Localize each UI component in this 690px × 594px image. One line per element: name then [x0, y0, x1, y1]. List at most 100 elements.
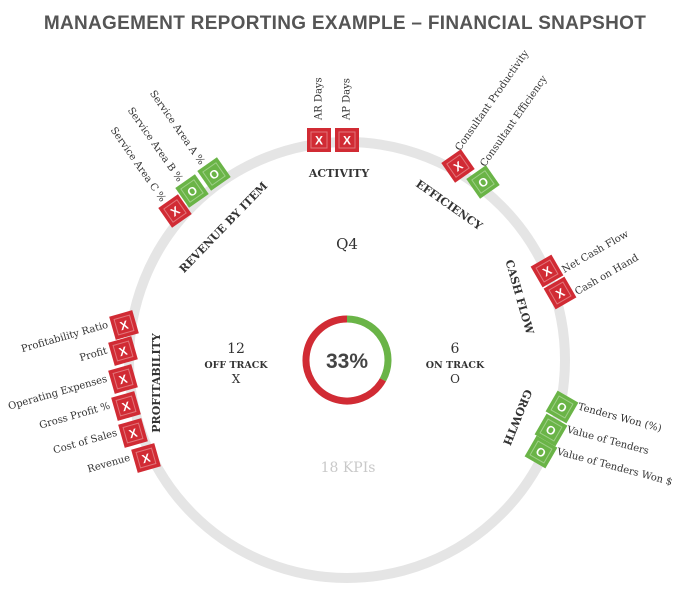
- status-box-inner: [112, 340, 134, 362]
- status-box: [543, 276, 577, 310]
- kpi-label: Gross Profit %: [38, 401, 111, 432]
- kpi-ar-days: X AR Days: [307, 77, 331, 152]
- status-box: [131, 443, 161, 473]
- score-ring-on-track-arc: [346, 315, 392, 382]
- status-box: [441, 149, 475, 183]
- off-track-badge: X: [131, 443, 161, 473]
- kpi-ap-days: X AP Days: [335, 78, 359, 152]
- off-track-badge: X: [111, 391, 141, 421]
- kpi-label: AP Days: [342, 78, 353, 121]
- off-track-badge: X: [543, 276, 577, 310]
- kpi-label: Profit: [78, 346, 108, 364]
- on-track-badge: O: [545, 390, 579, 424]
- status-box-inner: [122, 422, 144, 444]
- kpi-label: Service Area C %: [108, 125, 168, 204]
- on-track-badge: O: [466, 165, 500, 199]
- status-box-inner: [180, 179, 204, 203]
- on-track-symbol: O: [450, 372, 460, 386]
- off-track-badge: X: [530, 254, 564, 288]
- score-percent: 33%: [326, 350, 368, 373]
- page-title: MANAGEMENT REPORTING EXAMPLE – FINANCIAL…: [43, 13, 647, 34]
- status-box-inner: [202, 162, 226, 186]
- off-track-badge: X: [335, 128, 359, 152]
- off-track-badge: X: [307, 128, 331, 152]
- kpi-label: Consultant Productivity: [453, 48, 531, 153]
- off-track-symbol: X: [120, 399, 132, 415]
- status-box: [545, 390, 579, 424]
- on-track-badge: O: [524, 435, 558, 469]
- status-box: [197, 157, 231, 191]
- status-box: [118, 418, 148, 448]
- on-track-badge: O: [534, 413, 568, 447]
- status-box-inner: [471, 170, 495, 194]
- off-track-symbol: X: [117, 344, 129, 360]
- off-track-symbol: X: [343, 134, 351, 148]
- kpi-label: AR Days: [314, 77, 325, 121]
- status-box: [111, 391, 141, 421]
- off-track-symbol: X: [118, 318, 130, 334]
- score-ring-off-track-arc: [302, 315, 386, 405]
- status-box-inner: [135, 447, 157, 469]
- status-box: [335, 128, 359, 152]
- status-box: [109, 310, 139, 340]
- on-track-badge: O: [197, 157, 231, 191]
- section-title: ACTIVITY: [308, 167, 369, 180]
- off-track-symbol: X: [127, 426, 139, 442]
- kpi-revenue: X Revenue: [86, 443, 161, 476]
- off-track-label: OFF TRACK: [204, 360, 268, 371]
- section-title: PROFITABILITY: [150, 333, 163, 433]
- status-box: [175, 174, 209, 208]
- off-track-badge: X: [108, 364, 138, 394]
- status-box-inner: [112, 368, 134, 390]
- off-track-badge: X: [158, 194, 192, 228]
- status-box-inner: [446, 154, 470, 178]
- status-box-inner: [310, 131, 328, 149]
- off-track-badge: X: [109, 310, 139, 340]
- status-box: [158, 194, 192, 228]
- kpi-label: Cost of Sales: [52, 428, 118, 457]
- status-box-inner: [338, 131, 356, 149]
- on-track-badge: O: [175, 174, 209, 208]
- status-box: [307, 128, 331, 152]
- status-box: [108, 364, 138, 394]
- kpi-label: Value of Tenders Won $: [555, 446, 674, 488]
- status-box-inner: [548, 281, 572, 305]
- status-box: [530, 254, 564, 288]
- status-box: [524, 435, 558, 469]
- off-track-symbol: X: [315, 134, 323, 148]
- off-track-symbol: X: [232, 372, 241, 386]
- period-label: Q4: [336, 235, 358, 253]
- off-track-badge: X: [118, 418, 148, 448]
- kpi-profit: X Profit: [78, 336, 138, 366]
- status-box-inner: [539, 418, 563, 442]
- total-kpi-count: 18 KPIs: [321, 460, 376, 476]
- section-title: GROWTH: [500, 387, 534, 447]
- section-title: CASH FLOW: [503, 258, 537, 336]
- off-track-badge: X: [108, 336, 138, 366]
- on-track-count: 6: [451, 341, 460, 357]
- off-track-symbol: X: [117, 372, 129, 388]
- status-box: [108, 336, 138, 366]
- status-box-inner: [163, 199, 187, 223]
- on-track-label: ON TRACK: [426, 360, 485, 371]
- kpi-label: Consultant Efficiency: [478, 74, 549, 169]
- status-box-inner: [529, 440, 553, 464]
- status-box-inner: [113, 314, 135, 336]
- status-box: [466, 165, 500, 199]
- off-track-symbol: X: [140, 451, 152, 467]
- kpi-label: Revenue: [86, 453, 131, 476]
- off-track-count: 12: [227, 341, 245, 357]
- status-box-inner: [550, 395, 574, 419]
- status-box: [534, 413, 568, 447]
- status-box-inner: [535, 259, 559, 283]
